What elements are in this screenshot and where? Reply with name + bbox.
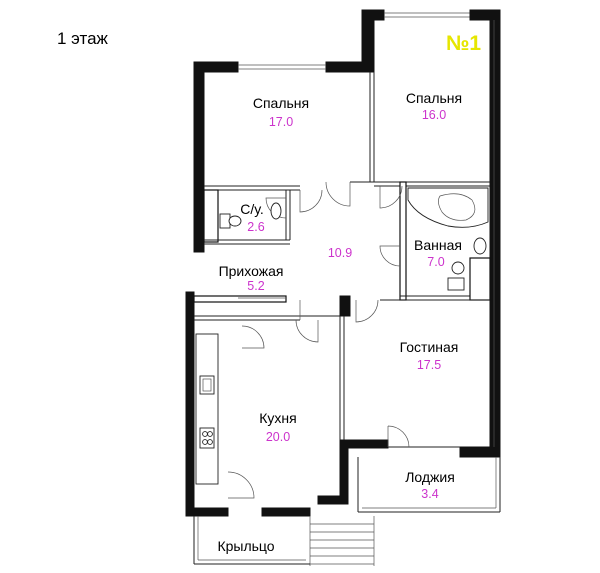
bathroom-toilet-icon — [447, 277, 465, 291]
room-name-hallway: Прихожая — [219, 263, 284, 279]
room-area-bathroom: 7.0 — [427, 255, 444, 269]
toilet-icon — [219, 213, 231, 229]
fixtures — [193, 20, 495, 566]
stairs-icon — [309, 516, 375, 566]
room-name-loggia: Лоджия — [405, 469, 455, 485]
room-name-bedroom-right: Спальня — [406, 90, 462, 106]
room-labels: Спальня 17.0 Спальня 16.0 С/у. 2.6 10.9 … — [217, 90, 462, 554]
room-name-living-room: Гостиная — [400, 339, 459, 355]
floor-title: 1 этаж — [57, 29, 109, 48]
room-name-kitchen: Кухня — [259, 410, 296, 426]
washbasin-icon — [270, 202, 282, 220]
room-area-loggia: 3.4 — [421, 487, 438, 501]
toilet-bowl-icon — [228, 215, 242, 227]
room-area-hallway: 5.2 — [247, 279, 264, 293]
room-area-living-room: 17.5 — [417, 358, 441, 372]
interior-walls — [193, 72, 491, 448]
doors — [227, 181, 410, 499]
stove-icon — [199, 427, 215, 449]
room-name-toilet: С/у. — [240, 201, 264, 217]
bathroom-sink-icon — [473, 237, 487, 255]
room-area-corridor: 10.9 — [328, 246, 352, 260]
sink-icon — [199, 375, 215, 395]
room-area-toilet: 2.6 — [247, 220, 264, 234]
room-area-bedroom-right: 16.0 — [422, 108, 446, 122]
outer-walls — [185, 9, 501, 517]
room-area-kitchen: 20.0 — [266, 430, 290, 444]
kitchen-counter — [195, 333, 219, 485]
plan-number: №1 — [446, 32, 481, 55]
room-name-porch: Крыльцо — [217, 538, 274, 554]
room-name-bedroom-left: Спальня — [253, 95, 309, 111]
bathtub-icon — [407, 187, 489, 228]
room-area-bedroom-left: 17.0 — [269, 115, 293, 129]
room-name-bathroom: Ванная — [414, 237, 462, 253]
